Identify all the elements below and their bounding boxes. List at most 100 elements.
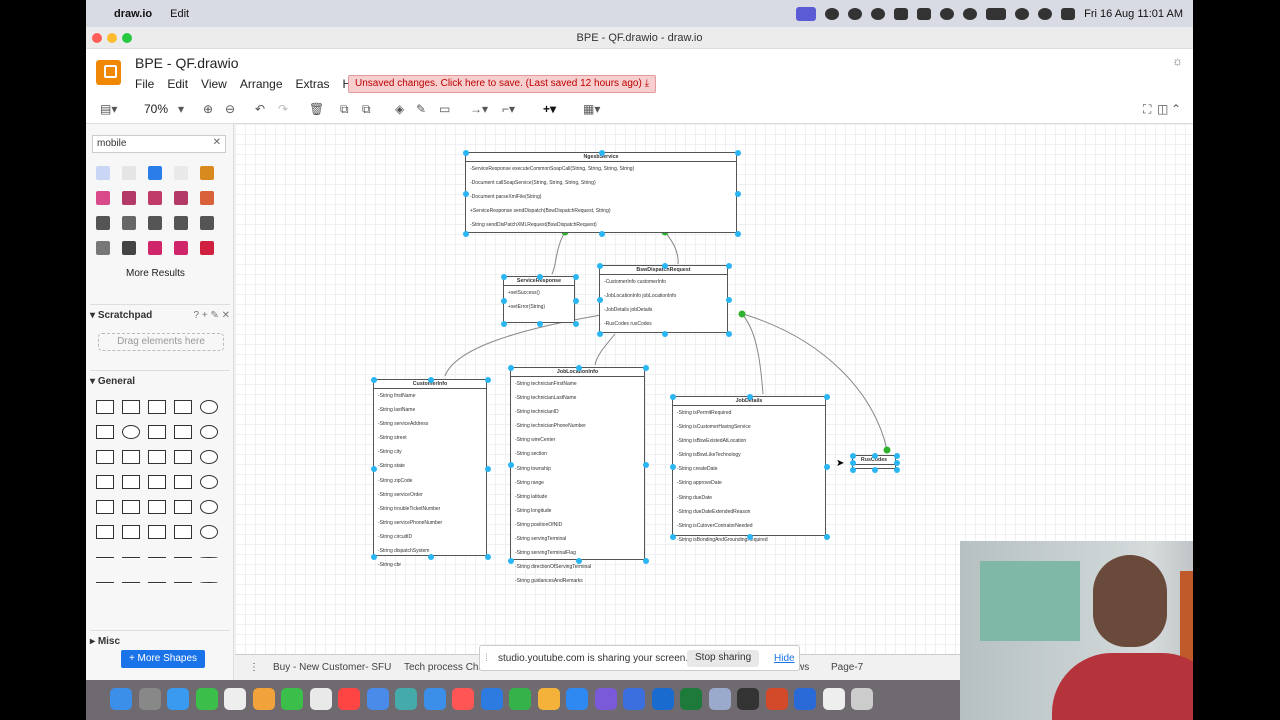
uml-class-rus[interactable]: RusCodes bbox=[850, 453, 900, 473]
resize-handle[interactable] bbox=[643, 365, 649, 371]
general-shape-icon[interactable] bbox=[96, 450, 114, 464]
dock-app-icon[interactable] bbox=[851, 688, 873, 710]
general-shape-icon[interactable] bbox=[174, 582, 192, 584]
resize-handle[interactable] bbox=[501, 321, 507, 327]
resize-handle[interactable] bbox=[643, 461, 649, 468]
zoom-window-button[interactable] bbox=[122, 33, 132, 43]
shape-result-icon[interactable] bbox=[200, 241, 214, 255]
dock-app-icon[interactable] bbox=[110, 688, 132, 710]
shape-result-icon[interactable] bbox=[148, 166, 162, 180]
resize-handle[interactable] bbox=[508, 558, 514, 564]
dock-app-icon[interactable] bbox=[822, 688, 845, 710]
general-shape-icon[interactable] bbox=[96, 400, 114, 414]
gear-icon[interactable] bbox=[963, 7, 978, 20]
menu-arrange[interactable]: Arrange bbox=[239, 77, 283, 91]
general-shape-icon[interactable] bbox=[174, 500, 192, 514]
general-shape-icon[interactable] bbox=[96, 500, 114, 514]
clear-search-icon[interactable]: ✕ bbox=[212, 137, 221, 148]
resize-handle[interactable] bbox=[485, 554, 491, 560]
general-shape-icon[interactable] bbox=[174, 525, 192, 539]
shape-search-input[interactable]: mobile✕ bbox=[92, 135, 226, 153]
fullscreen-icon[interactable]: ⛶ bbox=[1143, 102, 1152, 116]
shape-result-icon[interactable] bbox=[148, 216, 162, 230]
undo-icon[interactable]: ↶ bbox=[255, 102, 266, 116]
collapse-icon[interactable]: ⌃ bbox=[1171, 102, 1182, 116]
general-shape-icon[interactable] bbox=[148, 582, 166, 584]
resize-handle[interactable] bbox=[643, 558, 649, 564]
shape-result-icon[interactable] bbox=[200, 191, 214, 205]
dock-app-icon[interactable] bbox=[566, 688, 588, 710]
connector-line[interactable] bbox=[551, 231, 566, 275]
drag-handle-icon[interactable]: ⁞ bbox=[485, 653, 488, 664]
resize-handle[interactable] bbox=[463, 150, 469, 156]
resize-handle[interactable] bbox=[824, 534, 830, 540]
resize-handle[interactable] bbox=[597, 331, 603, 337]
resize-handle[interactable] bbox=[894, 460, 900, 466]
clock[interactable]: Fri 16 Aug 11:01 AM bbox=[1084, 7, 1183, 20]
more-results-button[interactable]: More Results bbox=[126, 268, 185, 279]
resize-handle[interactable] bbox=[371, 377, 377, 383]
resize-handle[interactable] bbox=[894, 453, 900, 459]
tab-views[interactable]: ws bbox=[797, 662, 810, 673]
dock-app-icon[interactable] bbox=[680, 688, 702, 710]
dock-app-icon[interactable] bbox=[423, 688, 446, 710]
uml-class-cust[interactable]: CustomerInfo-String firstName-String las… bbox=[371, 377, 491, 568]
general-shape-icon[interactable] bbox=[200, 400, 218, 414]
resize-handle[interactable] bbox=[850, 453, 856, 459]
general-shape-icon[interactable] bbox=[200, 500, 218, 514]
dock-app-icon[interactable] bbox=[594, 688, 617, 710]
extension-icon[interactable] bbox=[848, 7, 863, 20]
search-icon[interactable] bbox=[1038, 7, 1053, 20]
uml-class-svcresp[interactable]: ServiceResponse+setSuccess()+setError(St… bbox=[501, 274, 579, 327]
resize-handle[interactable] bbox=[735, 231, 741, 237]
sidebar-toggle-icon[interactable]: ▤▾ bbox=[100, 102, 118, 116]
resize-handle[interactable] bbox=[872, 467, 878, 473]
dock-app-icon[interactable] bbox=[395, 688, 417, 710]
resize-handle[interactable] bbox=[670, 464, 676, 470]
dock-app-icon[interactable] bbox=[224, 688, 246, 710]
general-shape-icon[interactable] bbox=[148, 500, 166, 514]
control-center-icon[interactable] bbox=[1061, 7, 1076, 20]
general-shape-icon[interactable] bbox=[148, 400, 166, 414]
general-shape-icon[interactable] bbox=[148, 450, 166, 464]
resize-handle[interactable] bbox=[463, 231, 469, 237]
resize-handle[interactable] bbox=[735, 150, 741, 156]
general-shape-icon[interactable] bbox=[122, 525, 140, 539]
resize-handle[interactable] bbox=[850, 467, 856, 473]
hide-button[interactable]: Hide bbox=[774, 653, 795, 664]
dock-app-icon[interactable] bbox=[765, 688, 788, 710]
resize-handle[interactable] bbox=[508, 461, 514, 468]
resize-handle[interactable] bbox=[485, 465, 491, 472]
dock-app-icon[interactable] bbox=[737, 688, 759, 710]
connector-line[interactable] bbox=[741, 313, 764, 395]
dock-app-icon[interactable] bbox=[281, 688, 303, 710]
cloud-icon[interactable] bbox=[825, 7, 840, 20]
zoom-out-icon[interactable]: ⊖ bbox=[225, 102, 236, 116]
general-shape-icon[interactable] bbox=[96, 582, 114, 584]
dock-app-icon[interactable] bbox=[708, 688, 731, 710]
menu-edit[interactable]: Edit bbox=[167, 77, 189, 91]
resize-handle[interactable] bbox=[747, 534, 753, 540]
shape-result-icon[interactable] bbox=[148, 191, 162, 205]
resize-handle[interactable] bbox=[872, 453, 878, 459]
dock-app-icon[interactable] bbox=[138, 688, 161, 710]
resize-handle[interactable] bbox=[726, 263, 732, 269]
menu-extra-icon[interactable] bbox=[917, 7, 932, 20]
resize-handle[interactable] bbox=[463, 190, 469, 197]
uml-class-jobdet[interactable]: JobDetails-String isPermitRequired-Strin… bbox=[670, 394, 830, 543]
connection-point[interactable] bbox=[738, 310, 746, 318]
more-shapes-button[interactable]: + More Shapes bbox=[121, 650, 205, 668]
tab-buy-new-customer[interactable]: Buy - New Customer- SFU bbox=[273, 662, 392, 673]
connector-line[interactable] bbox=[594, 333, 616, 366]
shape-result-icon[interactable] bbox=[96, 241, 110, 255]
tabs-menu-icon[interactable]: ⋮ bbox=[249, 662, 259, 673]
resize-handle[interactable] bbox=[508, 365, 514, 371]
resize-handle[interactable] bbox=[670, 534, 676, 540]
general-shape-icon[interactable] bbox=[96, 425, 114, 439]
general-shape-icon[interactable] bbox=[122, 400, 140, 414]
stop-sharing-button[interactable]: Stop sharing bbox=[687, 650, 760, 667]
insert-icon[interactable]: +▾ bbox=[543, 102, 557, 116]
resize-handle[interactable] bbox=[726, 297, 732, 303]
general-shape-icon[interactable] bbox=[96, 557, 114, 559]
resize-handle[interactable] bbox=[501, 297, 507, 304]
